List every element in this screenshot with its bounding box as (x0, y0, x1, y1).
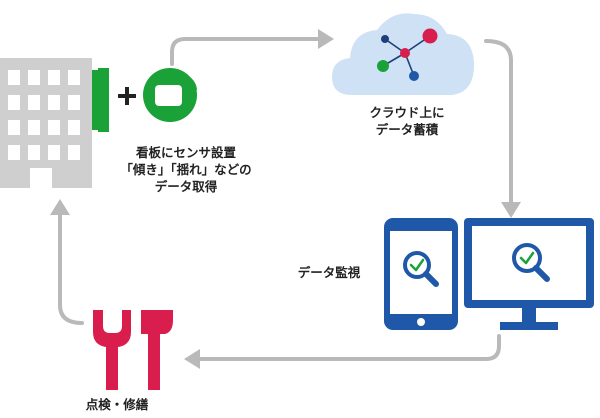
cloud-label: クラウド上に データ蓄積 (352, 104, 462, 138)
sensor-label: 看板にセンサ設置 「傾き」「揺れ」などの データ取得 (96, 144, 276, 195)
cloud-label-line-2: データ蓄積 (375, 122, 439, 137)
sensor-label-line-3: データ取得 (154, 179, 218, 194)
sensor-label-line-1: 看板にセンサ設置 (135, 145, 236, 160)
arrow-to-repair (198, 334, 501, 361)
sensor-label-line-2: 「傾き」「揺れ」などの (120, 162, 252, 177)
arrow-to-building (58, 213, 84, 325)
repair-label: 点検・修繕 (85, 397, 149, 412)
arrow-to-monitor (484, 39, 513, 204)
arrow-to-cloud (170, 37, 320, 66)
monitor-label: データ監視 (297, 265, 361, 280)
cloud-label-line-1: クラウド上に (369, 105, 445, 120)
